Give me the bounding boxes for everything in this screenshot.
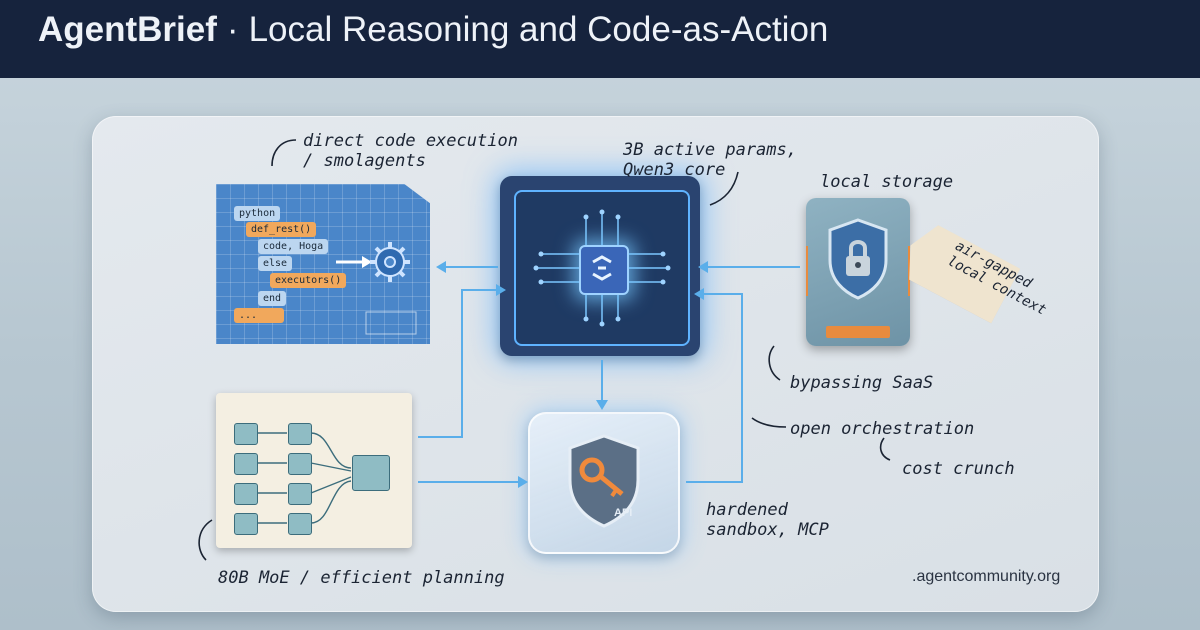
annotation-moe-planning: 80B MoE / efficient planning [218,568,505,588]
annotation-code-execution: direct code execution / smolagents [303,131,518,171]
annotation-bypassing-saas: bypassing SaaS [790,373,934,393]
brand-name: AgentBrief [38,10,217,49]
cpu-chip-icon [500,176,700,356]
arrow-notepad-to-cpu [418,289,496,438]
annotation-active-params: 3B active params, Qwen3 core [623,140,797,180]
footer-url: .agentcommunity.org [912,568,1061,585]
code-line: end [258,291,287,306]
code-line: def_rest() [246,222,317,237]
annotation-open-orchestration: open orchestration [790,419,975,439]
code-line: else [258,256,293,271]
local-storage-device [800,198,916,346]
annotation-local-storage: local storage [820,172,954,192]
header-bar: AgentBrief·Local Reasoning and Code-as-A… [0,0,1200,78]
shield-lock-icon [828,218,888,300]
page-title: AgentBrief·Local Reasoning and Code-as-A… [38,8,828,52]
neural-network-icon [352,455,390,491]
annotation-cost-crunch: cost crunch [902,459,1015,479]
arrow-sandbox-to-cpu [686,293,743,483]
code-line: code, Hoga [258,239,329,254]
code-line: executors() [270,273,347,288]
code-blueprint: python def_rest() code, Hoga else execut… [216,184,430,344]
shield-key-icon: API [568,434,640,528]
planning-notepad [216,393,412,548]
title-separator: · [226,10,239,49]
code-line: python [234,206,281,221]
sandbox-badge: API [614,507,632,519]
annotation-hardened-sandbox: hardened sandbox, MCP [706,500,829,540]
code-line: ... [234,308,284,323]
gear-icon [336,242,417,335]
sandbox-box: API [528,412,680,554]
title-text: Local Reasoning and Code-as-Action [248,10,829,49]
